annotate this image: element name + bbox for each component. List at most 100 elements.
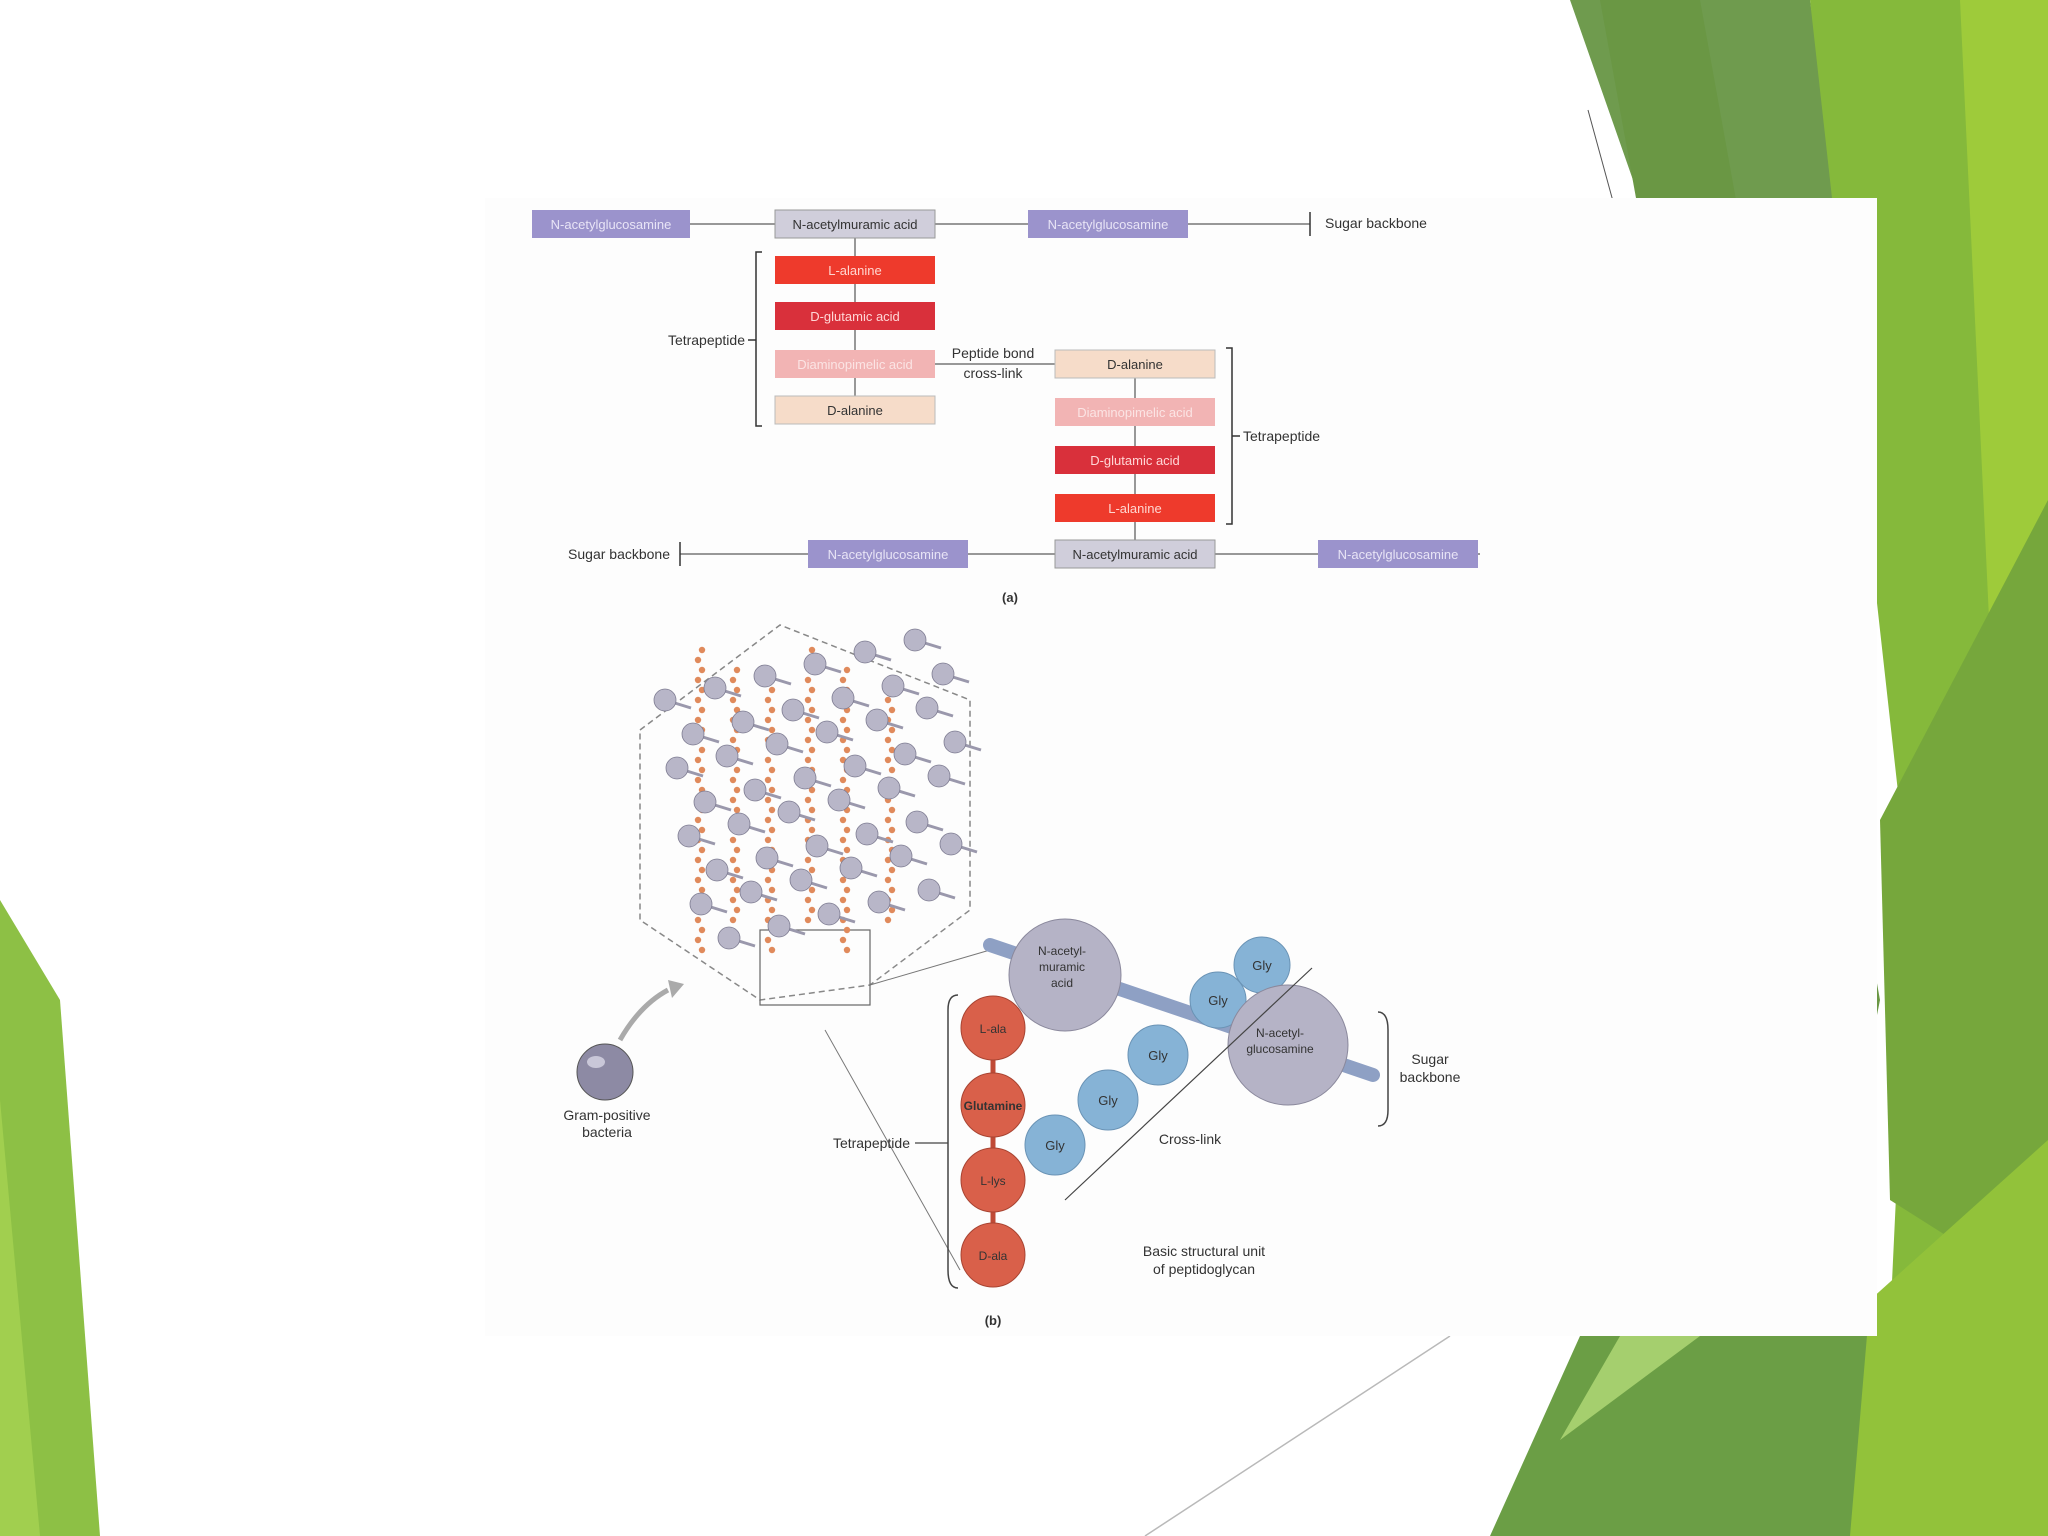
crosslink-bead xyxy=(888,886,896,894)
crosslink-bead xyxy=(733,866,741,874)
crosslink-bead xyxy=(694,656,702,664)
left-d-glutamic-label: D-glutamic acid xyxy=(810,309,900,324)
lattice-sphere xyxy=(727,812,751,836)
lattice-sphere xyxy=(927,764,951,788)
crosslink-bead xyxy=(839,816,847,824)
crosslink-bead xyxy=(843,666,851,674)
lattice-sphere xyxy=(789,868,813,892)
left-d-glutamic-box xyxy=(775,302,935,330)
glucosamine-label-2: glucosamine xyxy=(1246,1042,1314,1056)
crosslink-bead xyxy=(764,816,772,824)
crosslink-bead xyxy=(888,746,896,754)
crosslink-bead xyxy=(694,696,702,704)
lattice-sphere xyxy=(767,914,791,938)
crosslink-bead xyxy=(808,906,816,914)
tetrapeptide-label: Tetrapeptide xyxy=(833,1135,910,1151)
right-dap-label: Diaminopimelic acid xyxy=(1077,405,1193,420)
crosslink-bead xyxy=(884,856,892,864)
panel-b-label: (b) xyxy=(985,1313,1002,1328)
lattice-sphere xyxy=(805,834,829,858)
right-tetrapeptide-label: Tetrapeptide xyxy=(1243,428,1320,444)
red-sphere-3 xyxy=(960,1147,1026,1213)
lattice-sphere xyxy=(777,800,801,824)
lattice-sphere xyxy=(793,766,817,790)
crosslink-bead xyxy=(768,946,776,954)
left-d-alanine-box xyxy=(774,395,936,425)
crosslink-bead xyxy=(888,726,896,734)
crosslink-bead xyxy=(733,666,741,674)
crosslink-bead xyxy=(729,696,737,704)
crosslink-bead xyxy=(764,776,772,784)
lattice-sphere xyxy=(893,742,917,766)
crosslink-bead xyxy=(888,826,896,834)
crosslink-bead xyxy=(768,706,776,714)
crosslink-bead xyxy=(839,836,847,844)
top-backbone-label: Sugar backbone xyxy=(1325,215,1427,231)
crosslink-bead xyxy=(808,686,816,694)
crosslink-bead xyxy=(804,756,812,764)
crosslink-bead xyxy=(698,746,706,754)
bacteria-label-1: Gram-positive xyxy=(563,1107,650,1123)
crosslink-bead xyxy=(698,826,706,834)
crosslink-bead xyxy=(694,676,702,684)
crosslink-bead xyxy=(804,716,812,724)
crosslink-bead xyxy=(839,716,847,724)
crosslink-bead xyxy=(694,776,702,784)
crosslink-bead xyxy=(698,646,706,654)
tetrapeptide-bracket xyxy=(947,994,959,1289)
panel-a-label: (a) xyxy=(1002,590,1018,605)
crosslink-bead xyxy=(839,676,847,684)
crosslink-bead xyxy=(694,756,702,764)
gly-sphere-5 xyxy=(1024,1114,1086,1176)
crosslink-bead xyxy=(768,886,776,894)
lattice-sphere xyxy=(689,892,713,916)
crosslink-bead xyxy=(808,746,816,754)
crosslink-bead xyxy=(804,856,812,864)
gly-label-2: Gly xyxy=(1208,993,1228,1008)
crosslink-bead xyxy=(843,826,851,834)
panel-a: N-acetylglucosamine N-acetylmuramic acid… xyxy=(532,209,1480,605)
lattice-sphere xyxy=(831,686,855,710)
lattice-sphere xyxy=(665,756,689,780)
bottom-nag-box-2 xyxy=(1318,540,1478,568)
crosslink-bead xyxy=(729,796,737,804)
unit-label-2: of peptidoglycan xyxy=(1153,1261,1255,1277)
red-label-3: L-lys xyxy=(980,1174,1005,1188)
crosslink-bead xyxy=(888,906,896,914)
muramic-label-3: acid xyxy=(1051,976,1073,990)
red-sphere-1 xyxy=(960,995,1026,1061)
gly-label-1: Gly xyxy=(1252,958,1272,973)
crosslink-bead xyxy=(729,836,737,844)
crosslink-bead xyxy=(729,916,737,924)
lattice-sphere xyxy=(703,676,727,700)
bottom-nam-label: N-acetylmuramic acid xyxy=(1073,547,1198,562)
green-facet xyxy=(1850,1140,2048,1536)
crosslink-bead xyxy=(888,806,896,814)
crosslink-bead xyxy=(698,686,706,694)
gly-sphere-2 xyxy=(1189,971,1247,1029)
lattice-sphere xyxy=(681,722,705,746)
crosslink-bead xyxy=(804,916,812,924)
crosslink-bead xyxy=(843,886,851,894)
lattice-sphere xyxy=(739,880,763,904)
lattice-sphere xyxy=(943,730,967,754)
right-l-alanine-label: L-alanine xyxy=(1108,501,1162,516)
lattice-sphere xyxy=(855,822,879,846)
right-d-alanine-label: D-alanine xyxy=(1107,357,1163,372)
gram-positive-cell xyxy=(576,1043,634,1101)
crosslink-bead xyxy=(694,856,702,864)
lattice-sphere xyxy=(903,628,927,652)
lattice-sphere xyxy=(843,754,867,778)
lattice-sphere xyxy=(877,776,901,800)
crosslink-bead xyxy=(839,876,847,884)
lattice-sphere xyxy=(803,652,827,676)
crosslink-bead xyxy=(808,726,816,734)
crosslink-bead xyxy=(764,716,772,724)
pointer-arrow xyxy=(617,987,670,1042)
lattice-sphere xyxy=(917,878,941,902)
green-facet xyxy=(1560,1336,1700,1440)
crosslink-bead xyxy=(804,796,812,804)
lattice-sphere xyxy=(889,844,913,868)
crosslink-bead xyxy=(694,716,702,724)
